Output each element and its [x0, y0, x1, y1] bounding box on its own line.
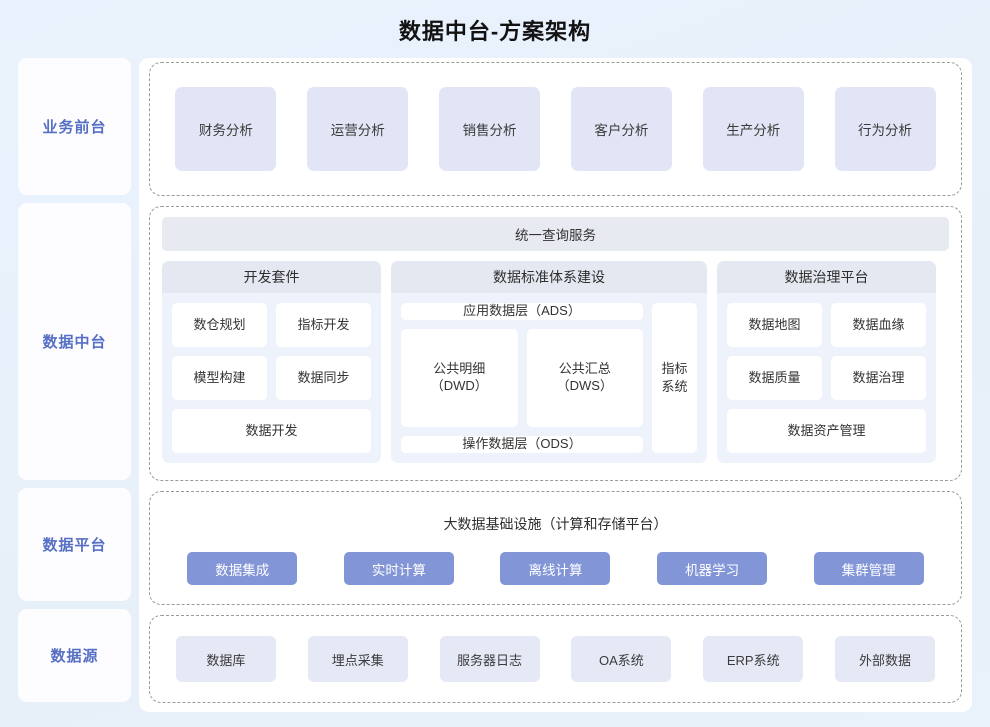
governance-row: 数据资产管理 [727, 409, 926, 453]
business-front-card[interactable]: 客户分析 [570, 87, 672, 171]
dev-suite-row: 数据开发 [172, 409, 371, 453]
governance-chip[interactable]: 数据资产管理 [727, 409, 926, 453]
dev-suite-row: 数仓规划 指标开发 [172, 303, 371, 347]
governance-row: 数据地图 数据血缘 [727, 303, 926, 347]
ods-layer-chip[interactable]: 操作数据层（ODS） [401, 436, 643, 453]
governance-panel: 数据治理平台 数据地图 数据血缘 数据质量 数据治理 数据资产管理 [717, 261, 936, 463]
dev-suite-title: 开发套件 [162, 261, 381, 293]
data-platform-title: 大数据基础设施（计算和存储平台） [443, 516, 668, 532]
button-label: 机器学习 [685, 562, 740, 578]
standard-system-row: 公共明细 （DWD） 公共汇总 （DWS） [401, 328, 643, 428]
rail-item-data-middle[interactable]: 数据中台 [18, 203, 131, 480]
governance-chip[interactable]: 数据治理 [831, 356, 926, 400]
standard-system-panel: 数据标准体系建设 应用数据层（ADS） 公共明细 （DWD） 公共汇总 （DWS… [391, 261, 707, 463]
unified-query-service-label: 统一查询服务 [515, 228, 596, 243]
dev-suite-chip[interactable]: 模型构建 [172, 356, 267, 400]
card-label: 生产分析 [726, 123, 781, 138]
dev-suite-chip[interactable]: 数仓规划 [172, 303, 267, 347]
business-front-section: 财务分析 运营分析 销售分析 客户分析 生产分析 行为分析 [149, 62, 962, 196]
governance-chip[interactable]: 数据质量 [727, 356, 822, 400]
card-label: 财务分析 [198, 123, 253, 138]
standard-system-layers: 应用数据层（ADS） 公共明细 （DWD） 公共汇总 （DWS） 操作数据层（O… [401, 303, 643, 453]
standard-system-body: 应用数据层（ADS） 公共明细 （DWD） 公共汇总 （DWS） 操作数据层（O… [391, 293, 707, 463]
card-label: 销售分析 [462, 123, 517, 138]
rail-item-label: 数据中台 [42, 334, 107, 351]
rail-item-data-source[interactable]: 数据源 [18, 609, 131, 702]
card-label: 埋点采集 [331, 652, 384, 668]
main-content-panel: 财务分析 运营分析 销售分析 客户分析 生产分析 行为分析 统一查询服务 [139, 58, 972, 712]
dev-suite-body: 数仓规划 指标开发 模型构建 数据同步 数据开发 [162, 293, 381, 463]
card-label: 外部数据 [859, 652, 912, 668]
dwd-layer-chip[interactable]: 公共明细 （DWD） [401, 328, 518, 428]
card-label: 数据库 [206, 652, 246, 668]
dev-suite-chip[interactable]: 数据开发 [172, 409, 371, 453]
dev-suite-panel: 开发套件 数仓规划 指标开发 模型构建 数据同步 数据开发 [162, 261, 381, 463]
governance-row: 数据质量 数据治理 [727, 356, 926, 400]
data-platform-button[interactable]: 离线计算 [500, 552, 611, 585]
rail-item-label: 数据平台 [42, 537, 107, 554]
layer-rail: 业务前台 数据中台 数据平台 数据源 [18, 58, 131, 710]
data-source-card[interactable]: 外部数据 [835, 636, 936, 682]
data-source-card[interactable]: OA系统 [571, 636, 672, 682]
data-platform-button[interactable]: 数据集成 [187, 552, 298, 585]
business-front-card[interactable]: 生产分析 [702, 87, 804, 171]
data-source-card[interactable]: 埋点采集 [307, 636, 408, 682]
dev-suite-chip[interactable]: 数据同步 [276, 356, 371, 400]
business-front-card[interactable]: 财务分析 [175, 87, 277, 171]
rail-item-data-platform[interactable]: 数据平台 [18, 488, 131, 601]
data-source-section: 数据库 埋点采集 服务器日志 OA系统 ERP系统 外部数据 [149, 615, 962, 703]
data-middle-columns: 开发套件 数仓规划 指标开发 模型构建 数据同步 数据开发 [162, 261, 949, 463]
data-platform-button[interactable]: 机器学习 [657, 552, 768, 585]
business-front-card[interactable]: 销售分析 [439, 87, 541, 171]
governance-title: 数据治理平台 [717, 261, 936, 293]
card-label: 行为分析 [858, 123, 913, 138]
button-label: 集群管理 [841, 562, 896, 578]
data-platform-button[interactable]: 实时计算 [343, 552, 454, 585]
card-label: 运营分析 [330, 123, 385, 138]
card-label: 客户分析 [594, 123, 649, 138]
button-label: 数据集成 [215, 562, 270, 578]
rail-item-label: 业务前台 [42, 119, 107, 136]
data-source-card[interactable]: 数据库 [175, 636, 276, 682]
data-source-card[interactable]: ERP系统 [703, 636, 804, 682]
card-label: 服务器日志 [457, 652, 523, 668]
dws-layer-chip[interactable]: 公共汇总 （DWS） [526, 328, 643, 428]
data-middle-section: 统一查询服务 开发套件 数仓规划 指标开发 模型构建 数据同步 [149, 206, 962, 481]
rail-item-business-front[interactable]: 业务前台 [18, 58, 131, 195]
rail-item-label: 数据源 [50, 648, 99, 665]
ads-layer-chip[interactable]: 应用数据层（ADS） [401, 303, 643, 320]
governance-chip[interactable]: 数据地图 [727, 303, 822, 347]
dev-suite-row: 模型构建 数据同步 [172, 356, 371, 400]
business-front-card[interactable]: 运营分析 [307, 87, 409, 171]
page-title: 数据中台-方案架构 [398, 19, 592, 44]
card-label: ERP系统 [726, 652, 780, 668]
governance-chip[interactable]: 数据血缘 [831, 303, 926, 347]
dev-suite-chip[interactable]: 指标开发 [276, 303, 371, 347]
data-platform-section: 大数据基础设施（计算和存储平台） 数据集成 实时计算 离线计算 机器学习 集群管… [149, 491, 962, 605]
data-platform-buttons: 数据集成 实时计算 离线计算 机器学习 集群管理 [150, 552, 961, 585]
standard-system-title: 数据标准体系建设 [391, 261, 707, 293]
button-label: 实时计算 [371, 562, 426, 578]
governance-body: 数据地图 数据血缘 数据质量 数据治理 数据资产管理 [717, 293, 936, 463]
data-platform-button[interactable]: 集群管理 [813, 552, 924, 585]
business-front-card[interactable]: 行为分析 [834, 87, 936, 171]
metric-system-chip[interactable]: 指标 系统 [652, 303, 697, 453]
data-source-card[interactable]: 服务器日志 [439, 636, 540, 682]
card-label: OA系统 [598, 652, 644, 668]
button-label: 离线计算 [528, 562, 583, 578]
unified-query-service-bar[interactable]: 统一查询服务 [162, 217, 949, 251]
